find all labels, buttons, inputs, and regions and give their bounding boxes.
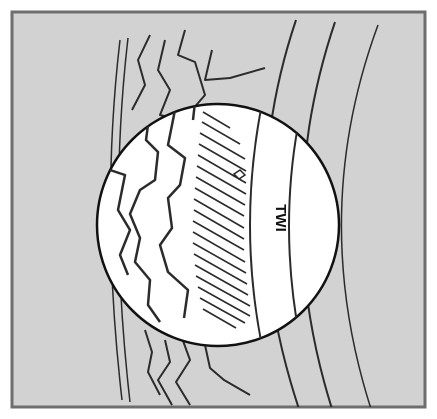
twi-marker-label: TWI <box>272 204 289 232</box>
